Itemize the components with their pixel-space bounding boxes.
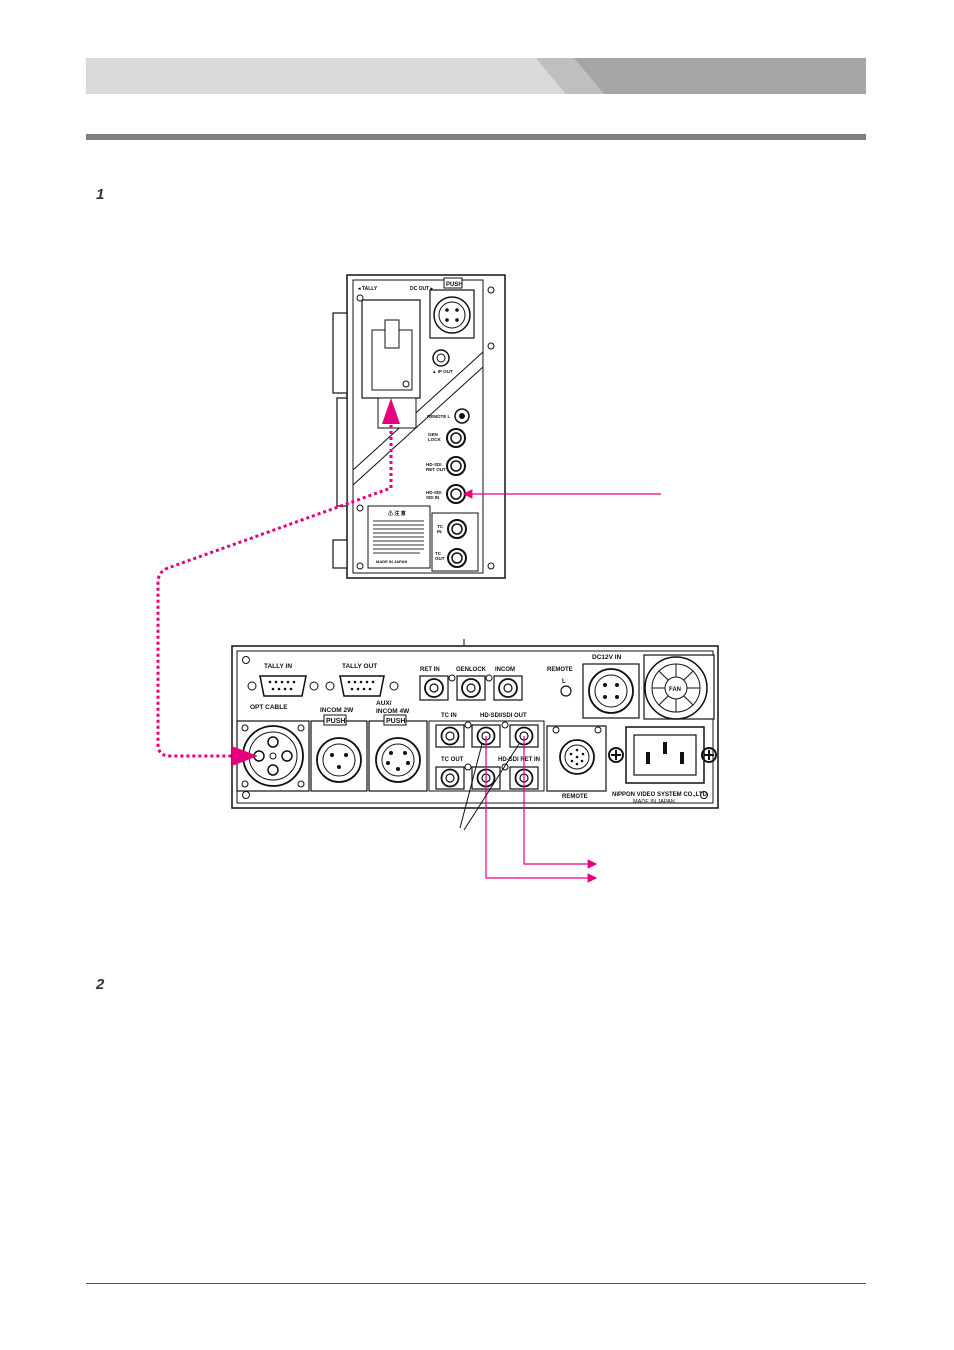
svg-text:IN: IN [437, 529, 442, 534]
svg-text:TALLY IN: TALLY IN [264, 663, 292, 670]
base-station-rear-panel: TALLY IN TALLY OUT RET IN GENLOCK INCOM [231, 639, 719, 809]
footer-rule [86, 1283, 866, 1284]
svg-text:REMOTE: REMOTE [562, 794, 588, 800]
made-in-japan-camera: MADE IN JAPAN [376, 559, 407, 564]
tally-label: ◂ TALLY [357, 286, 378, 292]
svg-text:GEN: GEN [428, 432, 438, 437]
incom-label: INCOM [495, 667, 515, 673]
hdsdi-ret-out-connector-camera: HD-SDI RET OUT [426, 456, 466, 476]
tc-in-label: TC IN [441, 713, 457, 719]
fan-icon: FAN [643, 654, 715, 720]
tc-out-label: TC OUT [441, 757, 464, 763]
made-in-japan-base: MADE IN JAPAN [633, 799, 675, 805]
svg-text:HD-SDI: HD-SDI [426, 490, 442, 495]
ip-out-label: ▲ IP OUT [432, 369, 453, 374]
sdi-out-pointer [459, 743, 520, 831]
svg-text:TALLY OUT: TALLY OUT [342, 663, 377, 670]
svg-text:HD-SDI: HD-SDI [426, 462, 442, 467]
dc-out-label: DC OUT ▸ [410, 286, 434, 292]
caution-label: ⚠ 注 意 [388, 510, 406, 517]
tally-out-connector: TALLY OUT [325, 663, 399, 697]
step-number-2: 2 [96, 976, 105, 993]
genlock-bnc [456, 675, 486, 701]
opt-cable-connector: OPT CABLE [236, 704, 310, 792]
remote-l-label: L [562, 679, 566, 685]
tc-out-bnc [435, 766, 465, 790]
step-number-1: 1 [96, 186, 105, 203]
incom-bnc [493, 675, 523, 701]
maker-label: NIPPON VIDEO SYSTEM CO.,LTD [612, 792, 708, 798]
hdsdi-ret-in-label: HD-SDI RET IN [498, 757, 540, 763]
genlock-label: GENLOCK [456, 667, 487, 673]
ac-power-inlet [608, 726, 717, 784]
hdsdi-sdi-out-label: HD-SDI/SDI OUT [480, 713, 527, 719]
svg-text:TC: TC [435, 551, 442, 556]
svg-text:INCOM 4W: INCOM 4W [376, 708, 410, 715]
svg-text:INCOM 2W: INCOM 2W [320, 707, 354, 714]
tc-in-connector-camera: TC IN [437, 519, 467, 539]
svg-text:DC12V IN: DC12V IN [592, 654, 622, 661]
dc12v-in-connector: DC12V IN [582, 654, 640, 719]
svg-text:LOCK: LOCK [428, 437, 441, 442]
remote-connector-base: REMOTE [546, 725, 607, 800]
tc-out-connector-camera: TC OUT [435, 548, 467, 568]
svg-text:OPT CABLE: OPT CABLE [250, 704, 288, 711]
svg-text:PUSH: PUSH [386, 718, 405, 725]
svg-text:OUT: OUT [435, 556, 445, 561]
tally-in-connector: TALLY IN [247, 663, 319, 697]
remote-label-camera: REMOTE L [427, 414, 451, 419]
tc-in-bnc [435, 724, 465, 748]
incom-2w-connector: INCOM 2W PUSH [310, 707, 368, 792]
push-label-camera: PUSH [446, 282, 463, 288]
svg-text:RET OUT: RET OUT [426, 467, 446, 472]
opt-cable-connection [156, 398, 400, 766]
svg-text:SDI IN: SDI IN [426, 495, 439, 500]
ret-in-label: RET IN [420, 667, 440, 673]
svg-text:TC: TC [437, 524, 444, 529]
section-rule [86, 134, 866, 140]
sdi-output-lines [485, 736, 598, 883]
genlock-connector-camera: GEN LOCK [428, 428, 466, 448]
svg-text:FAN: FAN [669, 687, 681, 693]
camera-side-panel: ◂ TALLY DC OUT ▸ PUSH ▲ IP OUT REMOTE L … [332, 274, 506, 579]
ret-in-bnc [419, 675, 449, 701]
svg-text:PUSH: PUSH [326, 718, 345, 725]
remote-top-label: REMOTE [547, 667, 573, 673]
aux-incom-4w-connector: AUX/ INCOM 4W PUSH [368, 700, 428, 792]
header-band [86, 58, 866, 94]
svg-text:AUX/: AUX/ [376, 700, 392, 707]
